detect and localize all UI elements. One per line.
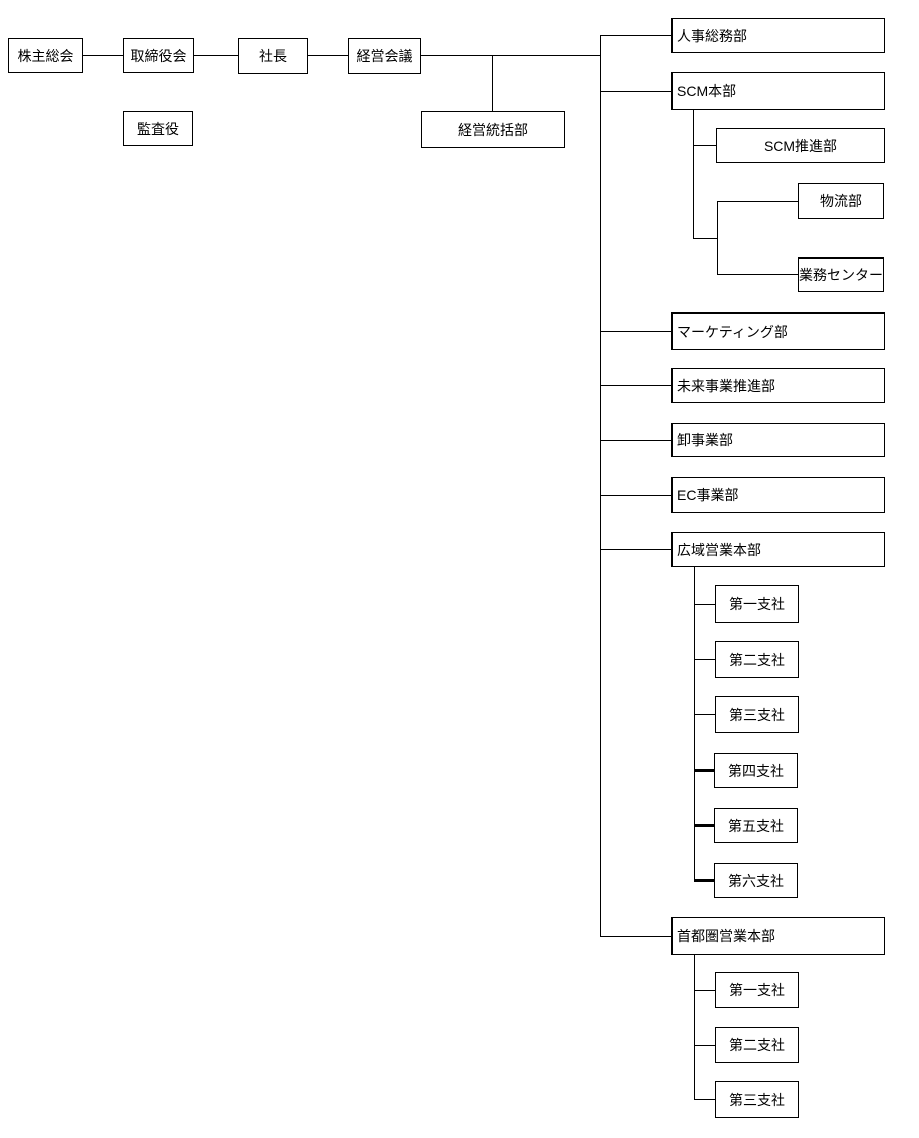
connector-branch-wide-5	[694, 824, 714, 827]
connector-branch-wide-1	[694, 604, 715, 605]
connector-branch-wide-4	[694, 769, 714, 772]
connector-shareholders-board	[83, 55, 123, 56]
connector-branch-metro-sales	[600, 936, 671, 937]
connector-council-trunk	[421, 55, 601, 56]
node-wide-branch-1: 第一支社	[715, 585, 799, 623]
node-metro-branch-1: 第一支社	[715, 972, 799, 1008]
connector-branch-marketing	[600, 331, 671, 332]
node-scm-hq: SCM本部	[671, 72, 885, 110]
node-ec: EC事業部	[671, 477, 885, 513]
connector-branch-logistics	[717, 201, 798, 202]
connector-branch-metro-2	[694, 1045, 715, 1046]
connector-branch-operations-center	[717, 274, 798, 275]
connector-branch-scm-hq	[600, 91, 671, 92]
connector-president-council	[308, 55, 348, 56]
node-wide-branch-5: 第五支社	[714, 808, 798, 843]
connector-branch-scm-promotion	[693, 145, 716, 146]
node-shareholders: 株主総会	[8, 38, 83, 73]
node-president: 社長	[238, 38, 308, 74]
connector-scm-jog	[693, 238, 718, 239]
node-wide-branch-4: 第四支社	[714, 753, 798, 788]
node-metro-branch-2: 第二支社	[715, 1027, 799, 1063]
node-marketing: マーケティング部	[671, 312, 885, 350]
connector-branch-wide-3	[694, 714, 715, 715]
connector-scm-vertical-2	[717, 201, 718, 275]
node-auditor: 監査役	[123, 111, 193, 146]
node-wide-branch-3: 第三支社	[715, 696, 799, 733]
connector-branch-wholesale	[600, 440, 671, 441]
node-wide-area-sales-hq: 広域営業本部	[671, 532, 885, 567]
node-operations-center: 業務センター	[798, 257, 884, 292]
connector-wide-sales-vertical	[694, 567, 695, 882]
connector-scm-vertical-1	[693, 110, 694, 238]
connector-branch-metro-1	[694, 990, 715, 991]
connector-branch-future-business	[600, 385, 671, 386]
connector-drop-management-control	[492, 55, 493, 111]
node-management-control: 経営統括部	[421, 111, 565, 148]
connector-board-president	[194, 55, 238, 56]
connector-main-trunk	[600, 35, 601, 936]
node-management-council: 経営会議	[348, 38, 421, 74]
node-board: 取締役会	[123, 38, 194, 73]
connector-branch-wide-sales	[600, 549, 671, 550]
connector-branch-metro-3	[694, 1099, 715, 1100]
connector-branch-ec	[600, 495, 671, 496]
node-metro-branch-3: 第三支社	[715, 1081, 799, 1118]
node-wholesale: 卸事業部	[671, 423, 885, 457]
connector-metro-sales-vertical	[694, 955, 695, 1100]
node-scm-promotion: SCM推進部	[716, 128, 885, 163]
node-metro-sales-hq: 首都圏営業本部	[671, 917, 885, 955]
node-future-business: 未来事業推進部	[671, 368, 885, 403]
node-wide-branch-2: 第二支社	[715, 641, 799, 678]
connector-branch-hr	[600, 35, 671, 36]
connector-branch-wide-2	[694, 659, 715, 660]
node-hr-general-affairs: 人事総務部	[671, 18, 885, 53]
node-logistics: 物流部	[798, 183, 884, 219]
connector-branch-wide-6	[694, 879, 714, 882]
node-wide-branch-6: 第六支社	[714, 863, 798, 898]
